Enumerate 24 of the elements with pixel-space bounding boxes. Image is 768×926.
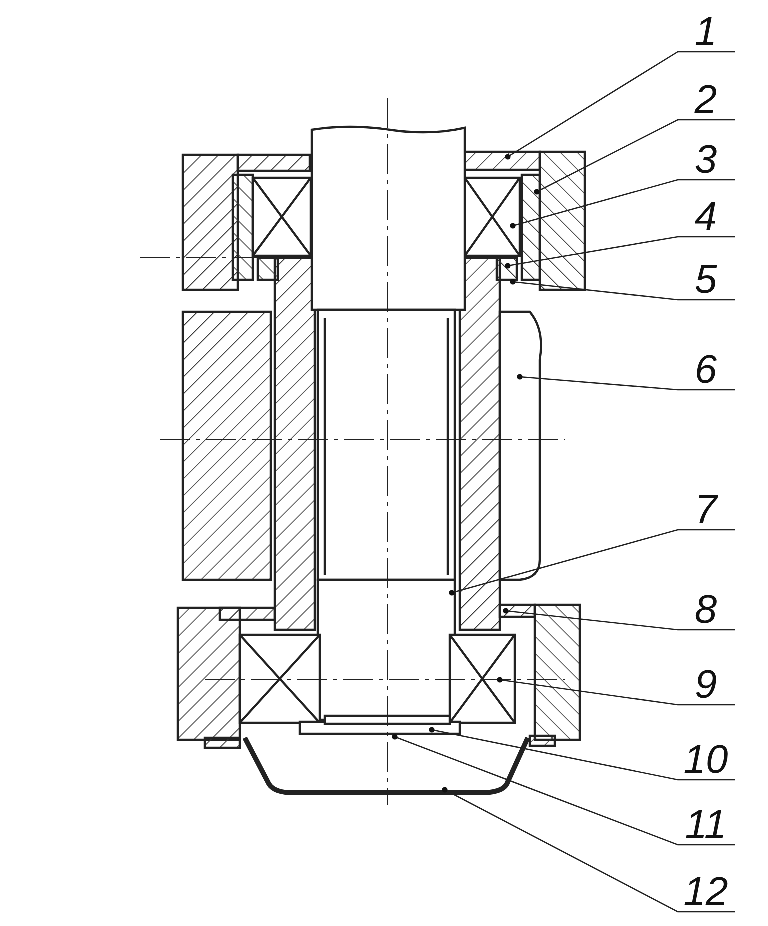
leader-line xyxy=(392,734,735,846)
leader-line xyxy=(534,119,735,195)
leader-line xyxy=(497,677,735,706)
callout-number: 2 xyxy=(678,80,734,120)
callout-number: 5 xyxy=(678,260,734,300)
leader-line xyxy=(505,236,735,269)
callout-number: 12 xyxy=(678,872,734,912)
leader-line xyxy=(503,608,735,631)
callout-number: 8 xyxy=(678,590,734,630)
callout-number: 11 xyxy=(678,805,734,845)
callout-number: 10 xyxy=(678,740,734,780)
leader-line xyxy=(510,179,735,229)
leader-line xyxy=(442,787,735,913)
leader-line xyxy=(517,374,735,391)
callout-number: 4 xyxy=(678,197,734,237)
leader-line xyxy=(449,529,735,596)
callout-number: 3 xyxy=(678,140,734,180)
leader-line xyxy=(510,279,735,301)
callout-number: 6 xyxy=(678,350,734,390)
callout-number: 7 xyxy=(678,490,734,530)
leader-line xyxy=(505,51,735,160)
leader-line xyxy=(429,727,735,781)
callout-number: 1 xyxy=(678,12,734,52)
callout-number: 9 xyxy=(678,665,734,705)
